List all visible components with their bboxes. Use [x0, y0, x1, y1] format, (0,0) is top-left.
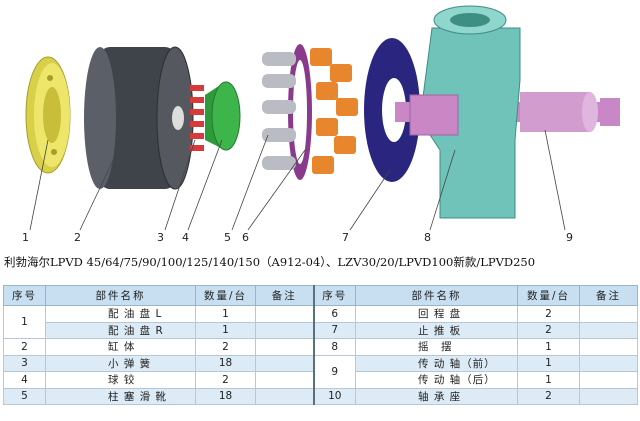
part-note [255, 387, 314, 405]
header-cell: 部件名称 [45, 285, 196, 306]
part-number: 1 [3, 305, 46, 339]
callout-2: 2 [74, 231, 81, 244]
pistons-and-retainer-illustration [262, 44, 358, 180]
table-row: 3 小 弹 簧 18 9 传 动 轴（前） 1 [3, 354, 638, 389]
table-header-row: 序号 部件名称 数量/台 备注 序号 部件名称 数量/台 备注 [3, 285, 638, 306]
part-quantity: 2 [195, 371, 256, 389]
part-quantity: 18 [195, 387, 256, 405]
callout-8: 8 [424, 231, 431, 244]
part-name: 缸 体 [45, 338, 196, 356]
part-note [255, 371, 314, 389]
part-note [579, 305, 638, 323]
model-caption: 利勃海尔LPVD 45/64/75/90/100/125/140/150（A91… [4, 255, 536, 269]
part-quantity: 1 [517, 338, 580, 356]
part-note [255, 321, 314, 339]
part-quantity: 2 [195, 338, 256, 356]
part-name: 止 推 板 [355, 321, 518, 339]
small-springs-illustration [190, 85, 204, 151]
part-quantity: 18 [195, 354, 256, 372]
part-name: 传 动 轴（后） [355, 371, 518, 389]
valve-plate-illustration [25, 56, 71, 174]
part-note [579, 321, 638, 339]
table-row: 配 油 盘 R 1 7 止 推 板 2 [4, 321, 638, 339]
callout-3: 3 [157, 231, 164, 244]
part-number: 4 [3, 371, 46, 389]
part-name: 摇 摆 [355, 338, 518, 356]
ball-guide-illustration [205, 81, 241, 151]
header-cell: 序号 [312, 285, 356, 306]
parts-table: 序号 部件名称 数量/台 备注 序号 部件名称 数量/台 备注 1 配 油 盘 … [3, 285, 638, 405]
part-number: 3 [3, 354, 46, 372]
header-cell: 序号 [3, 285, 46, 306]
part-quantity: 2 [517, 387, 580, 405]
part-note [579, 354, 638, 372]
pump-casing-illustration [409, 5, 521, 219]
part-note [255, 354, 314, 372]
part-name: 柱 塞 滑 靴 [45, 387, 196, 405]
callout-5: 5 [224, 231, 231, 244]
header-cell: 数量/台 [195, 285, 256, 306]
part-number: 8 [312, 338, 356, 356]
callout-9: 9 [566, 231, 573, 244]
part-quantity: 1 [195, 305, 256, 323]
swash-plate-illustration [364, 38, 420, 182]
part-number: 2 [3, 338, 46, 356]
part-name: 小 弹 簧 [45, 354, 196, 372]
table-row: 2 缸 体 2 8 摇 摆 1 [3, 338, 638, 356]
exploded-pump-diagram: 1 2 3 4 5 6 7 8 9 [22, 5, 620, 244]
header-cell: 备注 [579, 285, 638, 306]
cylinder-block-illustration [84, 46, 194, 190]
part-name: 配 油 盘 L [45, 305, 196, 323]
part-quantity: 2 [517, 321, 580, 339]
table-row: 1 配 油 盘 L 1 6 回 程 盘 2 [3, 305, 638, 339]
part-name: 回 程 盘 [355, 305, 518, 323]
callout-leader-lines [29, 129, 566, 231]
part-quantity: 1 [517, 371, 580, 389]
part-number: 7 [312, 321, 356, 339]
part-number: 6 [312, 305, 356, 323]
part-name: 配 油 盘 R [45, 321, 196, 339]
header-cell: 备注 [255, 285, 314, 306]
part-quantity: 1 [195, 321, 256, 339]
part-note [579, 371, 638, 389]
part-note [579, 338, 638, 356]
part-quantity: 1 [517, 354, 580, 372]
table-row: 5 柱 塞 滑 靴 18 10 轴 承 座 2 [3, 387, 638, 405]
part-note [579, 387, 638, 405]
part-note [255, 338, 314, 356]
part-name: 球 铰 [45, 371, 196, 389]
part-note [255, 305, 314, 323]
callout-labels: 1 2 3 4 5 6 7 8 9 [22, 231, 573, 244]
callout-4: 4 [182, 231, 189, 244]
part-number: 10 [312, 387, 356, 405]
callout-7: 7 [342, 231, 349, 244]
part-number: 9 [312, 354, 356, 389]
header-cell: 数量/台 [517, 285, 580, 306]
header-cell: 部件名称 [355, 285, 518, 306]
callout-1: 1 [22, 231, 29, 244]
table-row: 4 球 铰 2 传 动 轴（后） 1 [3, 371, 638, 389]
callout-6: 6 [242, 231, 249, 244]
part-name: 轴 承 座 [355, 387, 518, 405]
part-name: 传 动 轴（前） [355, 354, 518, 372]
part-number: 5 [3, 387, 46, 405]
part-quantity: 2 [517, 305, 580, 323]
